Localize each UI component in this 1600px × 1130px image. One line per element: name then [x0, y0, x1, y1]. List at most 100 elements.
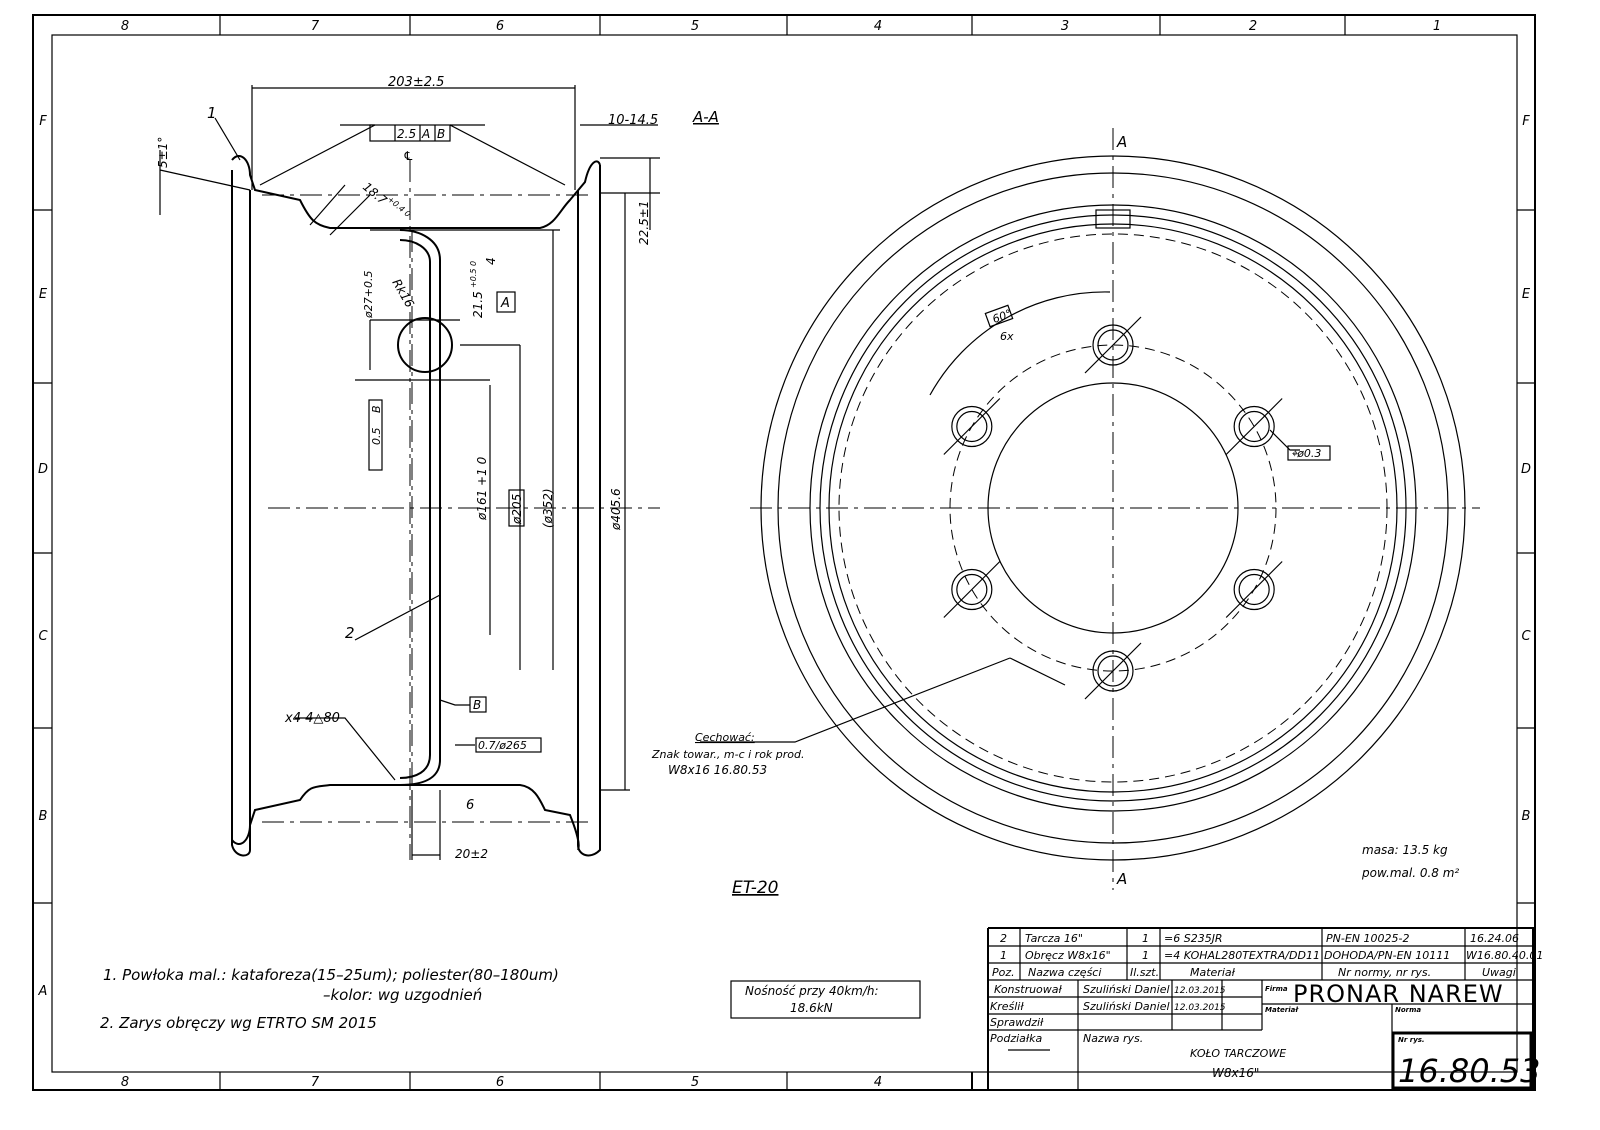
- et-label: ET-20: [732, 878, 778, 898]
- zone-row: D: [1521, 462, 1531, 477]
- zone-col: 6: [496, 19, 504, 34]
- zone-col: 5: [691, 19, 699, 34]
- svg-text:Sprawdził: Sprawdził: [990, 1016, 1044, 1029]
- zone-row: E: [1522, 287, 1531, 302]
- svg-text:Szuliński Daniel: Szuliński Daniel: [1083, 1000, 1170, 1013]
- gdt-ref-b: B: [437, 127, 445, 141]
- dim-et: 20±2: [455, 847, 488, 861]
- bolt-holes: [943, 316, 1283, 700]
- bolt-hole-centerline: [1225, 398, 1283, 455]
- dim-rk: Rk16: [389, 277, 417, 311]
- zone-col-bottom: 7: [311, 1075, 320, 1090]
- svg-text:–kolor: wg uzgodnień: –kolor: wg uzgodnień: [323, 986, 482, 1004]
- zone-row: B: [39, 809, 48, 824]
- svg-text:16.24.06: 16.24.06: [1470, 932, 1519, 945]
- centerline-mark: ℄: [403, 149, 414, 163]
- svg-text:Uwagi: Uwagi: [1482, 966, 1516, 979]
- svg-text:Tarcza 16": Tarcza 16": [1025, 932, 1083, 945]
- svg-text:1: 1: [1000, 949, 1007, 962]
- bolt-hole: [1097, 329, 1129, 361]
- svg-text:W16.80.40.01: W16.80.40.01: [1466, 949, 1543, 962]
- svg-text:12.03.2015: 12.03.2015: [1174, 986, 1226, 996]
- zone-row: B: [1522, 809, 1531, 824]
- svg-text:Firma: Firma: [1265, 985, 1288, 993]
- dim-flange: 22.5±1: [637, 201, 651, 245]
- bolt-hole: [1097, 655, 1129, 687]
- bolt-hole-centerline: [943, 398, 1001, 455]
- bolt-hole-centerline: [1084, 642, 1142, 700]
- zone-col-bottom: 6: [496, 1075, 504, 1090]
- svg-text:Znak towar., m-c i rok prod.: Znak towar., m-c i rok prod.: [651, 748, 805, 761]
- load-box: [730, 980, 921, 1019]
- bolt-hole: [1238, 573, 1270, 606]
- zone-col: 2: [1249, 19, 1257, 34]
- notes: 1. Powłoka mal.: kataforeza(15–25um); po…: [100, 966, 559, 1032]
- dim-disc: 6: [466, 798, 474, 813]
- svg-text:Nr normy, nr rys.: Nr normy, nr rys.: [1338, 966, 1431, 979]
- svg-text:Poz.: Poz.: [992, 966, 1015, 979]
- zone-col: 1: [1433, 19, 1441, 34]
- datum-a: A: [500, 296, 510, 311]
- dim-161: ø161 +1 0: [475, 456, 489, 521]
- paint-area: pow.mal. 0.8 m²: [1361, 866, 1459, 880]
- bolt-hole: [1238, 410, 1270, 443]
- svg-text:W8x16 16.80.53: W8x16 16.80.53: [668, 763, 767, 777]
- svg-text:PN-EN 10025-2: PN-EN 10025-2: [1326, 932, 1409, 945]
- zone-col-bottom: 5: [691, 1075, 699, 1090]
- zone-col-bottom: 8: [121, 1075, 129, 1090]
- bolt-hole: [956, 573, 988, 606]
- gdt-flatness: 0.7/ø265: [478, 739, 527, 752]
- zone-col: 4: [874, 19, 882, 34]
- dim-width: 203±2.5: [388, 75, 444, 90]
- zone-row: F: [1522, 114, 1530, 129]
- svg-text:Cechować:: Cechować:: [695, 731, 755, 744]
- gdt-position-ref: B: [370, 405, 383, 413]
- svg-text:1: 1: [1142, 932, 1149, 945]
- dim-bead: 18.7: [360, 180, 390, 208]
- weld-symbol: x4 4△80: [284, 711, 340, 726]
- zone-row: A: [38, 984, 48, 999]
- gdt-runout: 2.5: [397, 127, 416, 141]
- bolt-hole: [951, 568, 993, 611]
- bolt-hole: [1233, 568, 1275, 611]
- svg-text:=6 S235JR: =6 S235JR: [1164, 932, 1223, 945]
- section-mark-top: A: [1116, 133, 1127, 151]
- bolt-hole-centerline: [943, 561, 1001, 618]
- svg-text:2: 2: [1000, 932, 1007, 945]
- front-view: A A 60° 6x ⌖ø0.3: [700, 128, 1480, 890]
- marking-note: Cechować: Znak towar., m-c i rok prod. W…: [651, 731, 805, 777]
- load-value: 18.6kN: [790, 1001, 833, 1015]
- dim-angle: 5±1°: [156, 137, 170, 168]
- angle-count: 6x: [1000, 330, 1014, 343]
- svg-text:Nr rys.: Nr rys.: [1398, 1036, 1425, 1044]
- dim-hole-pos: 21.5: [471, 291, 485, 318]
- drawing-number: 16.80.53: [1398, 1052, 1541, 1090]
- section-label: A-A: [692, 108, 719, 126]
- dim-hole: ø27+0.5: [362, 271, 375, 319]
- svg-text:Nazwa części: Nazwa części: [1028, 966, 1101, 979]
- dim-405: ø405.6: [609, 488, 623, 531]
- title-block: 2 Tarcza 16" 1 =6 S235JR PN-EN 10025-2 1…: [971, 927, 1543, 1091]
- bolt-hole: [1233, 405, 1275, 448]
- svg-text:Podziałka: Podziałka: [990, 1032, 1042, 1045]
- zone-col: 7: [311, 19, 320, 34]
- leader-1: 1: [207, 104, 217, 122]
- zone-row: D: [38, 462, 48, 477]
- svg-text:12.03.2015: 12.03.2015: [1174, 1003, 1226, 1013]
- zone-row: F: [39, 114, 47, 129]
- leader-2: 2: [345, 624, 355, 642]
- svg-text:Materiał: Materiał: [1190, 966, 1236, 979]
- zone-row: E: [39, 287, 48, 302]
- zone-col: 8: [121, 19, 129, 34]
- svg-text:2. Zarys obręczy wg ETRTO SM 2: 2. Zarys obręczy wg ETRTO SM 2015: [100, 1014, 377, 1032]
- svg-text:W8x16": W8x16": [1212, 1066, 1259, 1080]
- svg-text:=4 KOHAL280TEXTRA/DD11: =4 KOHAL280TEXTRA/DD11: [1164, 949, 1320, 962]
- load-label: Nośność przy 40km/h:: [745, 984, 879, 998]
- section-mark-bottom: A: [1116, 870, 1127, 888]
- svg-text:Materiał: Materiał: [1265, 1006, 1299, 1014]
- svg-text:Obręcz W8x16": Obręcz W8x16": [1025, 949, 1111, 962]
- dim-offset-right: 10-14.5: [608, 113, 658, 128]
- zone-row: C: [1521, 629, 1531, 644]
- mass: masa: 13.5 kg: [1362, 843, 1448, 857]
- dim-drop: 4: [484, 257, 498, 265]
